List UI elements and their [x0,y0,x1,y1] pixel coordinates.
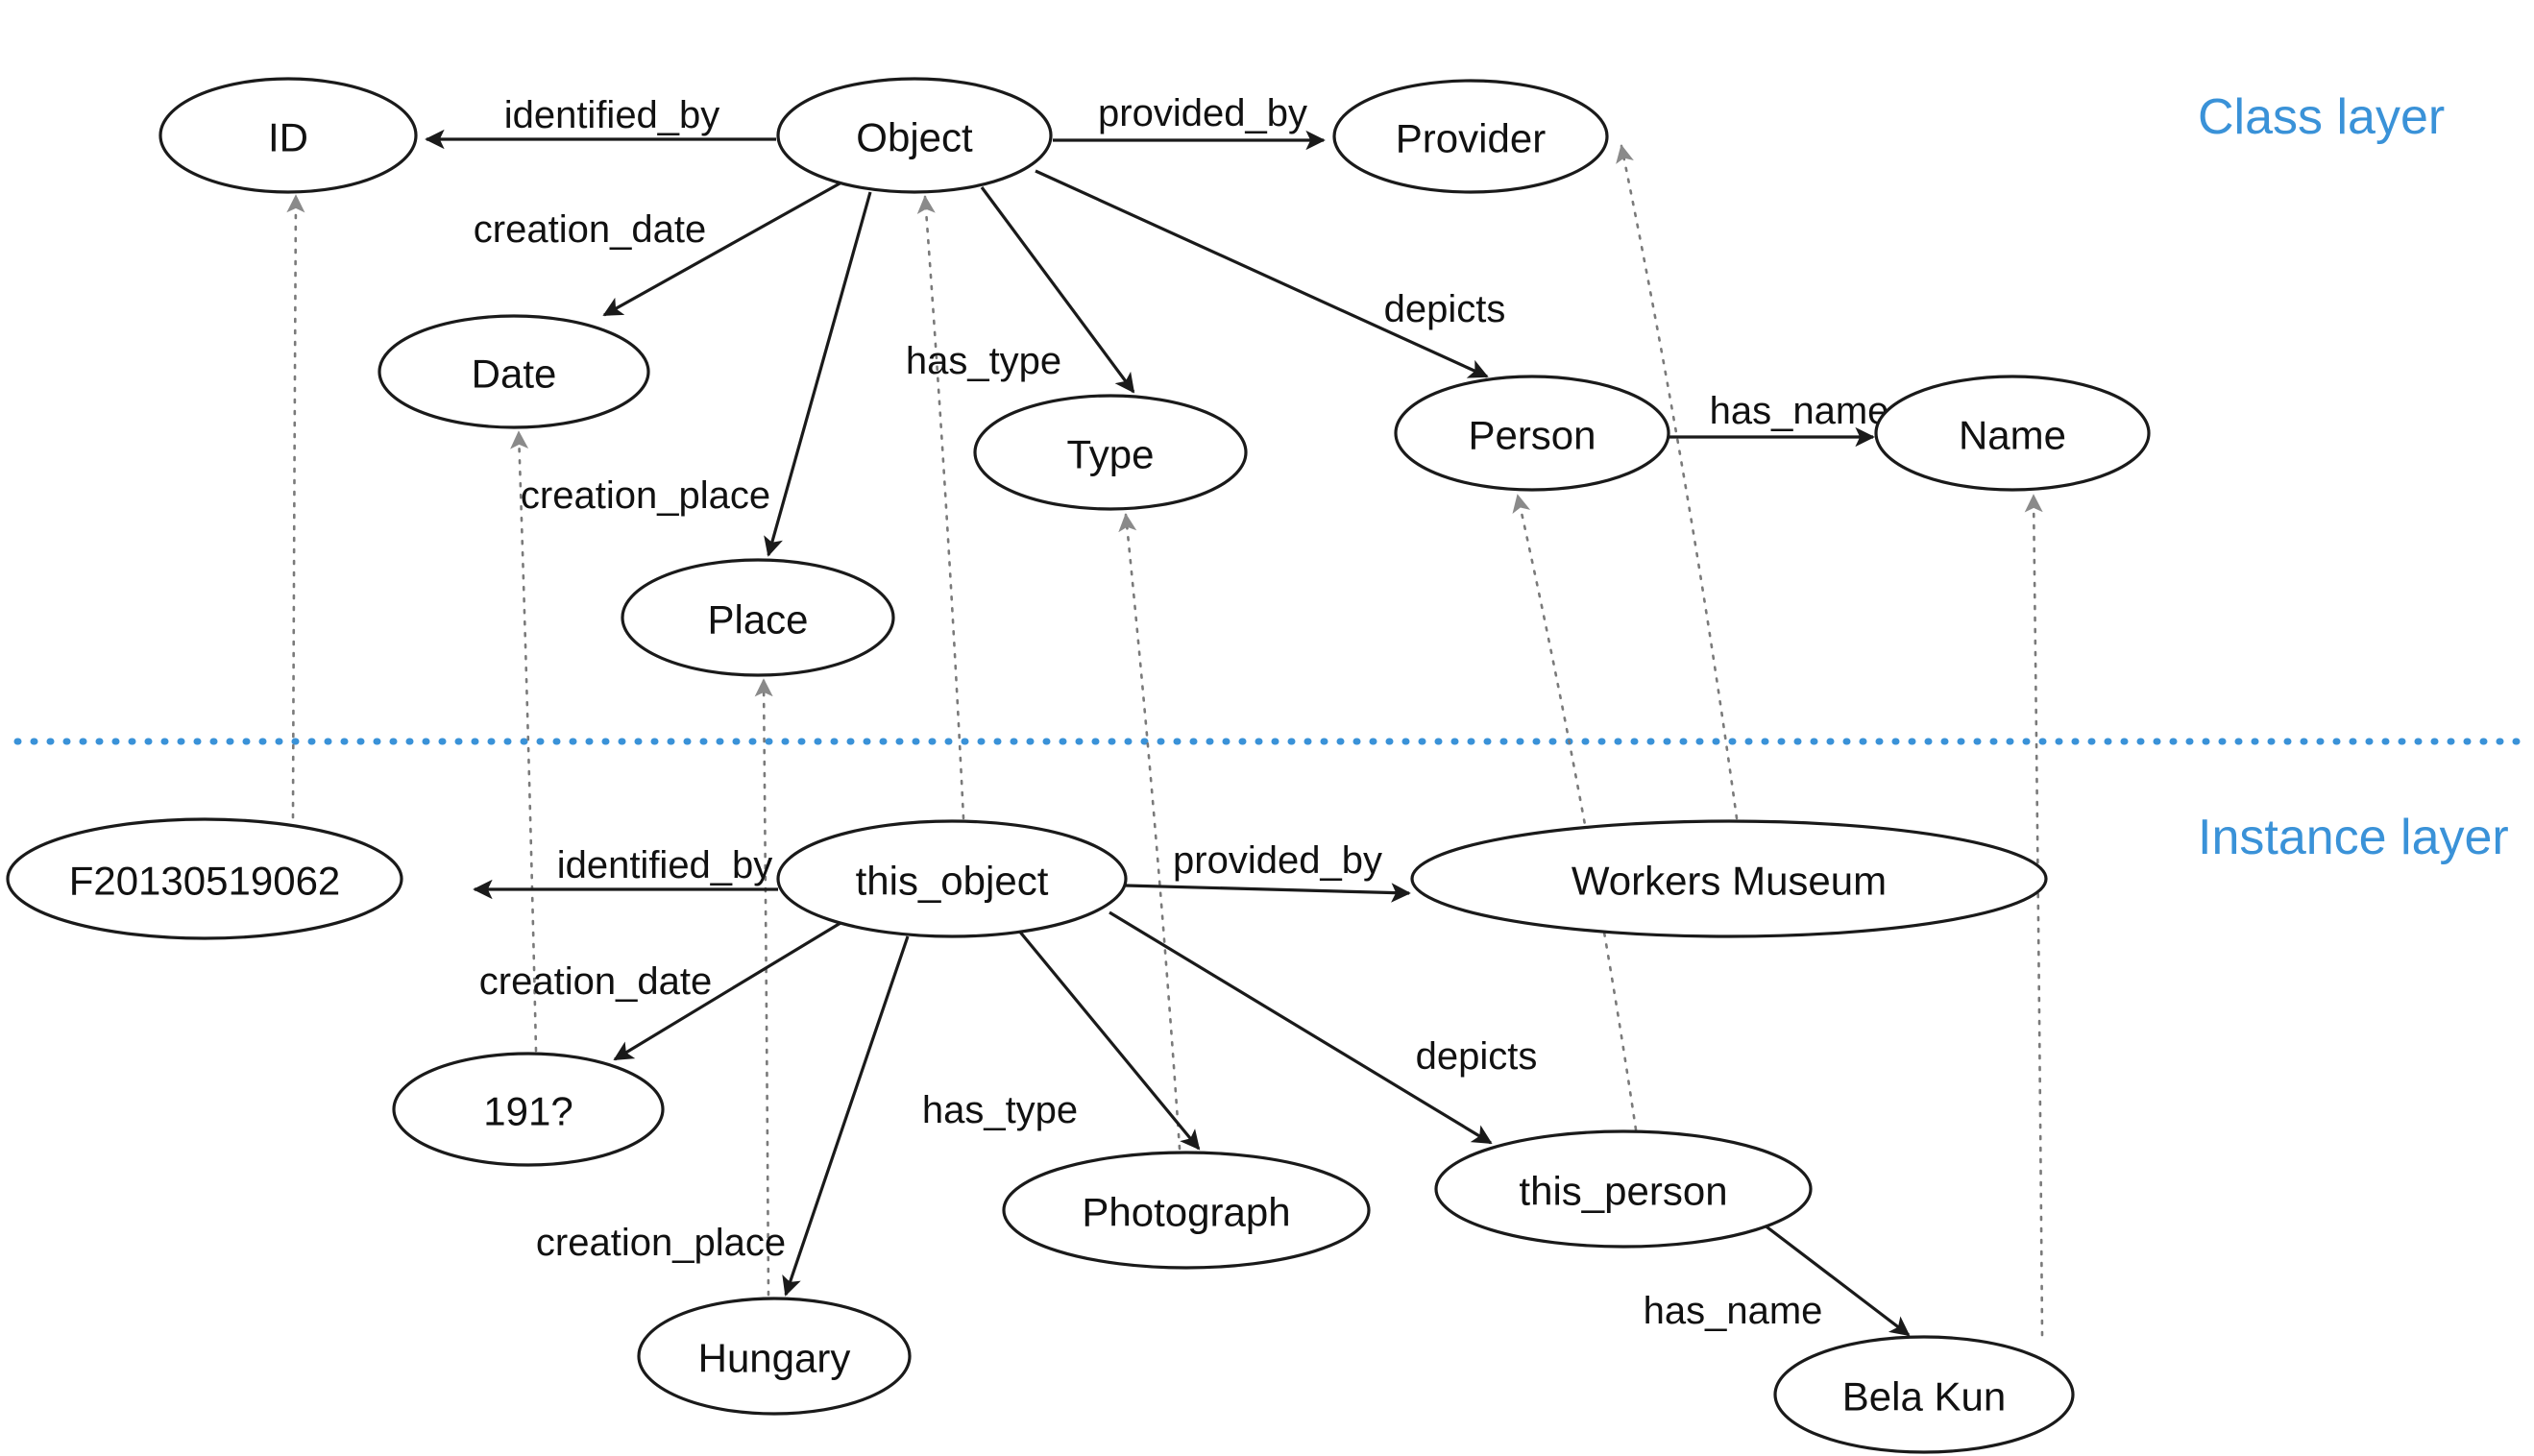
node-shape-WorkersMuseum[interactable] [1410,819,2048,938]
node-label-ID: ID [268,115,308,160]
edge-this_object-creation_date-191q [613,918,846,1061]
node-shape-Date[interactable] [378,314,650,429]
instance-of-edge-Photograph-to-Type [1118,513,1182,1151]
edge-label-this_object-Hungary: creation_place [536,1222,786,1264]
node-shape-BelaKun[interactable] [1773,1335,2075,1454]
node-BelaKun[interactable]: Bela Kun [1773,1335,2075,1454]
edge-label-Object-Type: has_type [906,340,1061,382]
node-Object[interactable]: Object [776,77,1053,194]
node-this_person[interactable]: this_person [1434,1129,1813,1249]
node-F20130519062[interactable]: F20130519062 [6,817,403,940]
edge-label-this_person-BelaKun: has_name [1644,1290,1823,1332]
node-Name[interactable]: Name [1874,375,2151,492]
node-191q[interactable]: 191? [392,1052,665,1167]
edge-Object-has_type-Type [980,186,1135,394]
edge-label-this_object-191q: creation_date [479,960,712,1003]
node-shape-Person[interactable] [1394,375,1670,492]
node-Date[interactable]: Date [378,314,650,429]
edge-label-Object-ID: identified_by [504,94,720,136]
node-shape-this_object[interactable] [776,819,1128,938]
instance-of-edges [286,144,2044,1337]
node-shape-Type[interactable] [973,394,1248,511]
node-this_object[interactable]: this_object [776,819,1128,938]
node-Photograph[interactable]: Photograph [1002,1151,1371,1270]
node-label-F20130519062: F20130519062 [69,859,341,904]
instance-layer-label: Instance layer [2198,810,2509,865]
edge-this_object-provided_by-WorkersMuseum [1125,883,1411,903]
instance-of-edge-this_person-to-Person [1512,494,1638,1131]
node-shape-191q[interactable] [392,1052,665,1167]
node-shape-Place[interactable] [621,558,895,677]
edge-label-this_object-WorkersMuseum: provided_by [1173,839,1382,882]
node-Person[interactable]: Person [1394,375,1670,492]
edge-label-Person-Name: has_name [1710,390,1889,432]
edge-label-Object-Person: depicts [1384,288,1506,330]
node-label-this_object: this_object [856,859,1049,904]
node-label-Object: Object [856,115,973,160]
edge-label-this_object-Photograph: has_type [922,1089,1078,1131]
node-shape-ID[interactable] [158,77,418,194]
instance-of-edge-F20130519062-to-ID [286,194,305,819]
instance-of-edge-Hungary-to-Place [754,678,773,1297]
node-shape-Name[interactable] [1874,375,2151,492]
node-Type[interactable]: Type [973,394,1248,511]
node-Place[interactable]: Place [621,558,895,677]
class-layer-label: Class layer [2198,89,2445,145]
edge-this_object-has_type-Photograph [1016,928,1201,1151]
node-shape-this_person[interactable] [1434,1129,1813,1249]
edge-Object-depicts-Person [1035,169,1489,378]
edge-this_object-depicts-this_person [1109,910,1493,1145]
node-label-Type: Type [1066,432,1154,477]
node-label-Photograph: Photograph [1082,1190,1290,1235]
node-ID[interactable]: ID [158,77,418,194]
node-label-BelaKun: Bela Kun [1842,1374,2006,1420]
instance-of-edge-191q-to-Date [510,430,538,1053]
node-shape-Hungary[interactable] [637,1297,912,1416]
node-label-Provider: Provider [1396,116,1546,161]
node-label-Place: Place [707,597,808,643]
instance-of-edge-BelaKun-to-Name [2024,494,2044,1337]
node-label-191q: 191? [483,1089,573,1134]
instance-of-edge-WorkersMuseum-to-Provider [1616,144,1739,820]
node-shape-Photograph[interactable] [1002,1151,1371,1270]
node-shape-Provider[interactable] [1332,79,1609,194]
edge-label-Object-Date: creation_date [474,208,706,251]
node-label-Name: Name [1959,413,2066,458]
property-edges [425,129,1911,1337]
edge-Object-creation_date-Date [602,181,842,317]
edge-label-this_object-F20130519062: identified_by [557,844,773,886]
edge-label-Object-Provider: provided_by [1098,92,1307,134]
node-label-Hungary: Hungary [698,1336,851,1381]
node-shape-Object[interactable] [776,77,1053,194]
instance-of-edge-this_object-to-Object [916,195,965,820]
node-WorkersMuseum[interactable]: Workers Museum [1410,819,2048,938]
node-shape-F20130519062[interactable] [6,817,403,940]
node-label-Date: Date [472,352,557,397]
node-Hungary[interactable]: Hungary [637,1297,912,1416]
node-label-WorkersMuseum: Workers Museum [1572,859,1887,904]
node-label-Person: Person [1468,413,1596,458]
edge-Object-creation_place-Place [764,191,872,557]
edge-label-this_object-this_person: depicts [1416,1035,1538,1078]
edge-this_object-creation_place-Hungary [782,935,910,1297]
node-label-this_person: this_person [1519,1169,1727,1214]
edge-this_person-has_name-BelaKun [1763,1223,1911,1337]
edge-label-Object-Place: creation_place [521,474,770,517]
node-Provider[interactable]: Provider [1332,79,1609,194]
